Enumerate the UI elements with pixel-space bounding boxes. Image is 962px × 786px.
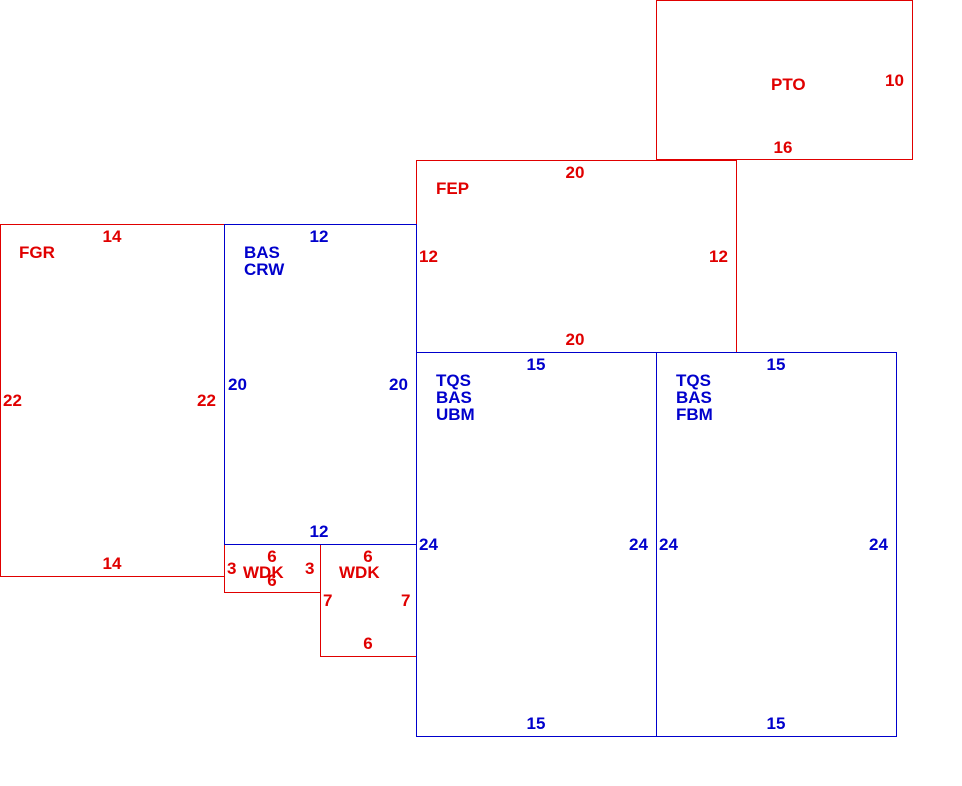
pto-dim-right: 10 xyxy=(885,71,904,90)
tqs-fbm-dim-top: 15 xyxy=(766,355,786,374)
fep-dim-left: 12 xyxy=(419,247,438,266)
wdk-large-dim-bottom: 6 xyxy=(363,634,373,653)
tqs-fbm-label-1: TQS xyxy=(676,371,711,390)
fgr-dim-top: 14 xyxy=(102,227,122,246)
tqs-ubm-dim-bottom: 15 xyxy=(526,714,546,733)
bas-crw-dim-top: 12 xyxy=(309,227,329,246)
fgr-outline xyxy=(0,224,225,577)
tqs-fbm-label-3: FBM xyxy=(676,405,713,424)
tqs-ubm-label-2: BAS xyxy=(436,388,472,407)
bas-crw-dim-right: 20 xyxy=(389,375,408,394)
tqs-ubm-dim-top: 15 xyxy=(526,355,546,374)
fep-dim-right: 12 xyxy=(709,247,728,266)
fep-dim-bottom: 20 xyxy=(565,330,585,349)
fgr-dim-left: 22 xyxy=(3,391,22,410)
tqs-fbm-dim-bottom: 15 xyxy=(766,714,786,733)
fgr-dim-bottom: 14 xyxy=(102,554,122,573)
wdk-small-dim-top: 6 xyxy=(267,547,277,566)
bas-crw-label-2: CRW xyxy=(244,260,285,279)
tqs-ubm-dim-right: 24 xyxy=(629,535,648,554)
fgr-label: FGR xyxy=(19,243,55,262)
wdk-large-label: WDK xyxy=(339,563,380,582)
tqs-ubm-dim-left: 24 xyxy=(419,535,438,554)
wdk-large-dim-left: 7 xyxy=(323,591,333,610)
pto-outline xyxy=(656,0,913,160)
tqs-ubm-label-1: TQS xyxy=(436,371,471,390)
fep-label: FEP xyxy=(436,179,470,198)
bas-crw-dim-bottom: 12 xyxy=(309,522,329,541)
wdk-small-label: WDK xyxy=(243,563,284,582)
tqs-fbm-dim-left: 24 xyxy=(659,535,678,554)
fgr-dim-right: 22 xyxy=(197,391,216,410)
bas-crw-label-1: BAS xyxy=(244,243,280,262)
wdk-large-dim-top: 6 xyxy=(363,547,373,566)
fep-dim-top: 20 xyxy=(565,163,585,182)
pto-label: PTO xyxy=(771,75,806,94)
tqs-fbm-label-2: BAS xyxy=(676,388,712,407)
tqs-fbm-outline xyxy=(656,352,897,737)
wdk-small-dim-bottom: 6 xyxy=(267,571,277,590)
pto-dim-bottom: 16 xyxy=(773,138,793,157)
bas-crw-dim-left: 20 xyxy=(228,375,247,394)
wdk-large-dim-right: 7 xyxy=(401,591,411,610)
wdk-small-dim-left: 3 xyxy=(227,559,237,578)
wdk-small-dim-right: 3 xyxy=(305,559,315,578)
tqs-fbm-dim-right: 24 xyxy=(869,535,888,554)
tqs-ubm-label-3: UBM xyxy=(436,405,475,424)
